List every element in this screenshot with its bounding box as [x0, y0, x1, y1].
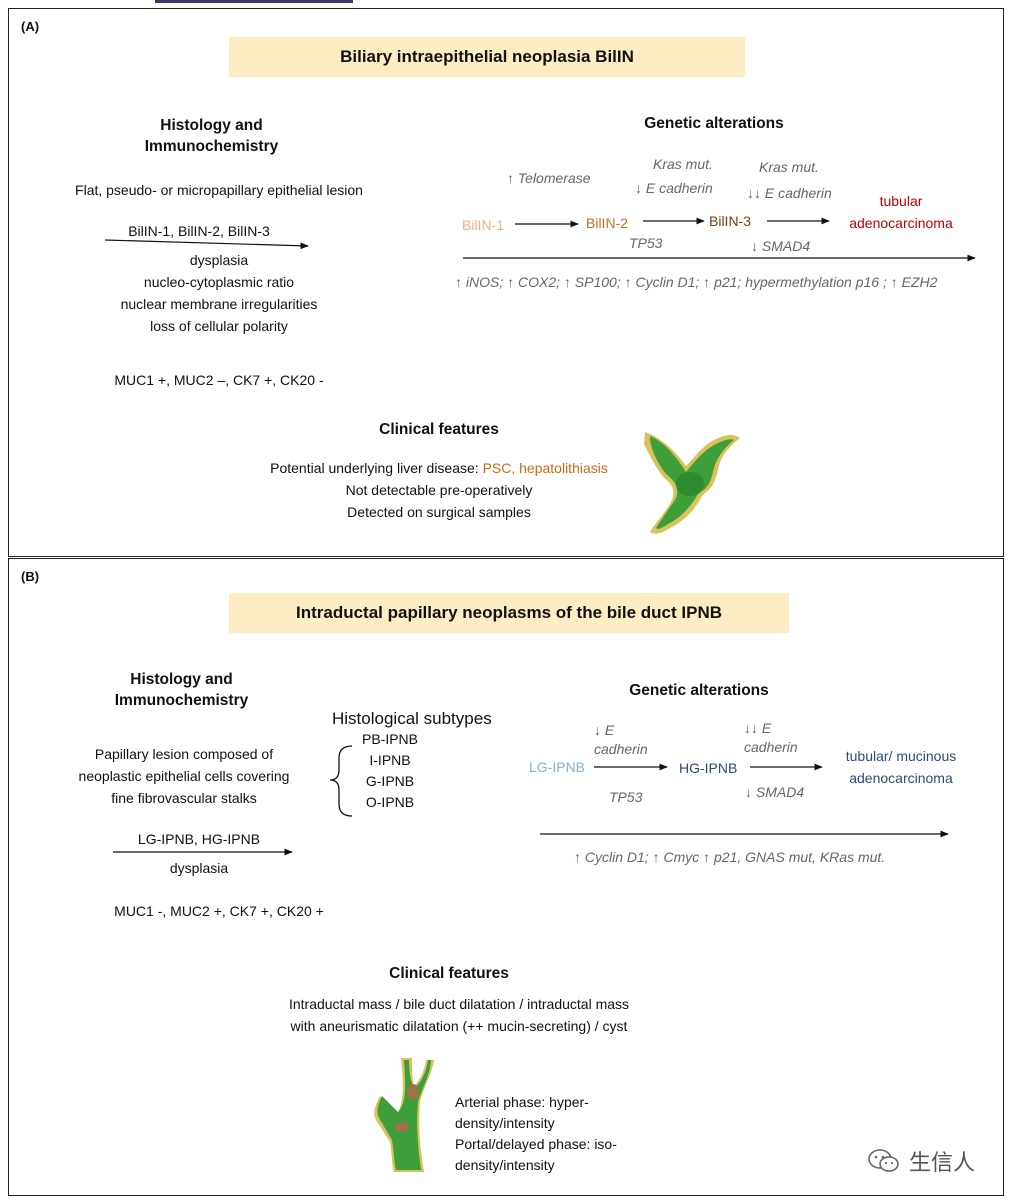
panel-b: (B) Intraductal papillary neoplasms of t… [8, 558, 1004, 1196]
stage-hg-ipnb: HG-IPNB [679, 760, 738, 776]
ecad-b-1-line1: ↓ E [594, 722, 615, 738]
lesion-b-line3: fine fibrovascular stalks [111, 790, 257, 806]
clinical-line2-a: Not detectable pre-operatively [345, 482, 533, 498]
ecadherin-label-1: ↓ E cadherin [635, 180, 713, 196]
clinical-line1-prefix: Potential underlying liver disease: [270, 460, 483, 476]
histology-heading-b: Histology and Immunochemistry [79, 671, 284, 710]
subtypes-bracket [329, 745, 353, 817]
outcome-b: tubular/ mucinous adenocarcinoma [821, 745, 981, 789]
panel-a: (A) Biliary intraepithelial neoplasia Bi… [8, 8, 1004, 557]
ecad-b-2-line2: cadherin [744, 739, 798, 755]
detail-nc-ratio: nucleo-cytoplasmic ratio [143, 274, 295, 290]
subtypes-heading: Histological subtypes [332, 709, 492, 728]
markers-a: MUC1 +, MUC2 –, CK7 +, CK20 - [114, 372, 324, 388]
outcome-a-line1: tubular [879, 193, 923, 209]
subtype-o: O-IPNB [365, 794, 415, 810]
bile-duct-illustration-a [644, 432, 740, 534]
wechat-icon [868, 1149, 899, 1172]
clinical-line1-highlight: PSC, hepatolithiasis [482, 460, 608, 476]
subtype-pb: PB-IPNB [361, 731, 418, 747]
genetic-heading-a: Genetic alterations [644, 115, 784, 132]
clinical-b-line2: with aneurismatic dilatation (++ mucin-s… [290, 1018, 628, 1034]
panel-b-label: (B) [21, 569, 40, 584]
stage-lg-ipnb: LG-IPNB [529, 759, 586, 775]
detail-polarity: loss of cellular polarity [150, 318, 288, 334]
markers-line-a: ↑ iNOS; ↑ COX2; ↑ SP100; ↑ Cyclin D1; ↑ … [455, 274, 938, 290]
ecadherin-b-2: ↓↓ E cadherin [744, 719, 798, 757]
markers-b: MUC1 -, MUC2 +, CK7 +, CK20 + [114, 903, 324, 919]
imaging-line4: density/intensity [455, 1157, 555, 1173]
watermark: 生信人 [867, 1145, 975, 1177]
ecadherin-b-1: ↓ E cadherin [594, 721, 648, 759]
histology-heading-b-line2: Immunochemistry [114, 692, 249, 709]
clinical-b-line1: Intraductal mass / bile duct dilatation … [288, 996, 630, 1012]
clinical-heading-a: Clinical features [379, 421, 499, 438]
smad4-label-b: ↓ SMAD4 [745, 784, 805, 800]
detail-dysplasia: dysplasia [189, 252, 249, 268]
histology-heading-line1: Histology and [160, 117, 263, 134]
ecadherin-label-2: ↓↓ E cadherin [747, 185, 832, 201]
subtype-i: I-IPNB [369, 752, 411, 768]
lesion-description-b: Papillary lesion composed of neoplastic … [49, 743, 319, 809]
subtype-g: G-IPNB [365, 773, 415, 789]
outcome-a: tubular adenocarcinoma [831, 190, 971, 234]
panel-b-title: Intraductal papillary neoplasms of the b… [229, 593, 789, 633]
detail-membrane: nuclear membrane irregularities [120, 296, 318, 312]
smad4-label-a: ↓ SMAD4 [751, 238, 811, 254]
imaging-line1: Arterial phase: hyper- [455, 1094, 589, 1110]
histology-heading-a: Histology and Immunochemistry [109, 117, 314, 156]
clinical-heading-b: Clinical features [389, 965, 509, 982]
stage-bilin-1: BilIN-1 [462, 217, 505, 233]
telomerase-label: ↑ Telomerase [507, 170, 591, 186]
kras-label-1: Kras mut. [653, 156, 713, 172]
bilin-grades: BilIN-1, BilIN-2, BilIN-3 [128, 223, 270, 239]
dysplasia-b: dysplasia [169, 860, 229, 876]
lesion-b-line2: neoplastic epithelial cells covering [78, 768, 290, 784]
ecad-b-2-line1: ↓↓ E [744, 720, 772, 736]
stage-bilin-3: BilIN-3 [709, 213, 752, 229]
stage-bilin-2: BilIN-2 [586, 215, 629, 231]
histology-heading-line2: Immunochemistry [144, 138, 279, 155]
lesion-description-a: Flat, pseudo- or micropapillary epitheli… [75, 182, 363, 198]
tp53-label-a: TP53 [629, 235, 663, 251]
subtypes-list: PB-IPNB I-IPNB G-IPNB O-IPNB [354, 729, 426, 813]
clinical-line3-a: Detected on surgical samples [347, 504, 531, 520]
outcome-a-line2: adenocarcinoma [849, 215, 953, 231]
genetic-heading-b: Genetic alterations [629, 682, 769, 699]
clinical-line1-a: Potential underlying liver disease: PSC,… [209, 457, 669, 479]
imaging-line3: Portal/delayed phase: iso- [455, 1136, 617, 1152]
bilin-grade-arrow [104, 239, 309, 250]
dysplasia-details-a: dysplasia nucleo-cytoplasmic ratio nucle… [79, 249, 359, 337]
watermark-text: 生信人 [909, 1150, 976, 1175]
panel-a-label: (A) [21, 19, 40, 34]
lesion-b-line1: Papillary lesion composed of [94, 746, 274, 762]
kras-label-2: Kras mut. [759, 159, 819, 175]
tp53-label-b: TP53 [609, 789, 643, 805]
outcome-b-line1: tubular/ mucinous [845, 748, 957, 764]
outcome-b-line2: adenocarcinoma [849, 770, 953, 786]
ecad-b-1-line2: cadherin [594, 741, 648, 757]
ipnb-grades: LG-IPNB, HG-IPNB [137, 831, 261, 847]
top-edge-line [155, 0, 353, 3]
histology-heading-b-line1: Histology and [130, 671, 233, 688]
imaging-description: Arterial phase: hyper- density/intensity… [455, 1092, 617, 1176]
markers-line-b: ↑ Cyclin D1; ↑ Cmyc ↑ p21, GNAS mut, KRa… [574, 849, 886, 865]
bile-duct-illustration-b [374, 1058, 434, 1172]
panel-a-title: Biliary intraepithelial neoplasia BilIN [229, 37, 745, 77]
imaging-line2: density/intensity [455, 1115, 555, 1131]
